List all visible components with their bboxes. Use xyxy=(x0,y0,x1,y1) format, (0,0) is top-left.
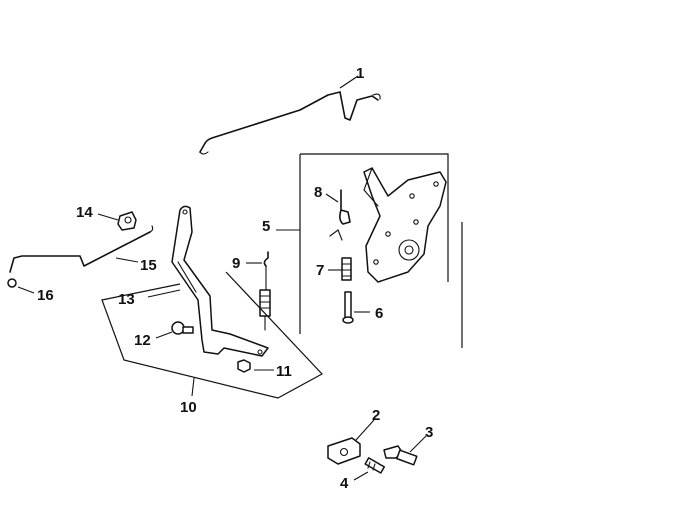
part-10-assembly-frame xyxy=(101,271,323,399)
callout-1: 1 xyxy=(356,65,364,82)
part-5-assembly-frame xyxy=(299,153,463,348)
part-5-bracket xyxy=(363,167,447,283)
leader-13 xyxy=(147,289,181,298)
callout-9: 9 xyxy=(232,255,240,272)
leader-15 xyxy=(115,257,139,263)
callout-7: 7 xyxy=(316,262,324,279)
callout-6: 6 xyxy=(375,305,383,322)
part-9-spring xyxy=(259,251,271,331)
leader-16 xyxy=(17,286,35,294)
leader-3 xyxy=(409,435,427,453)
leader-4 xyxy=(353,471,369,481)
part-7-spacer xyxy=(341,257,352,281)
callout-12: 12 xyxy=(134,332,151,349)
callout-8: 8 xyxy=(314,184,322,201)
callout-16: 16 xyxy=(37,287,54,304)
callout-10: 10 xyxy=(180,399,197,416)
leader-2 xyxy=(355,419,375,441)
part-13-lever xyxy=(171,205,269,357)
part-16-retainer xyxy=(7,278,17,288)
leader-12 xyxy=(155,331,173,339)
part-14-clip xyxy=(117,211,137,231)
callout-2: 2 xyxy=(372,407,380,424)
part-6-bolt xyxy=(342,291,354,324)
part-2-bracket xyxy=(327,437,361,465)
callout-4: 4 xyxy=(340,475,349,492)
leader-1 xyxy=(339,75,359,89)
part-11-nut xyxy=(237,359,251,373)
part-1-rod xyxy=(199,91,381,155)
leader-8 xyxy=(325,193,339,203)
part-12-bolt xyxy=(171,321,194,335)
part-4-bolt xyxy=(364,457,386,474)
part-15-rod xyxy=(9,225,154,273)
part-3-bolt xyxy=(383,445,418,466)
callout-13: 13 xyxy=(118,291,135,308)
callout-15: 15 xyxy=(140,257,157,274)
leader-10 xyxy=(191,377,195,397)
callout-11: 11 xyxy=(276,363,292,380)
callout-3: 3 xyxy=(425,424,433,441)
callout-5: 5 xyxy=(262,218,270,235)
callout-14: 14 xyxy=(76,204,93,221)
part-8-spring xyxy=(329,189,351,241)
leader-14 xyxy=(97,213,119,221)
